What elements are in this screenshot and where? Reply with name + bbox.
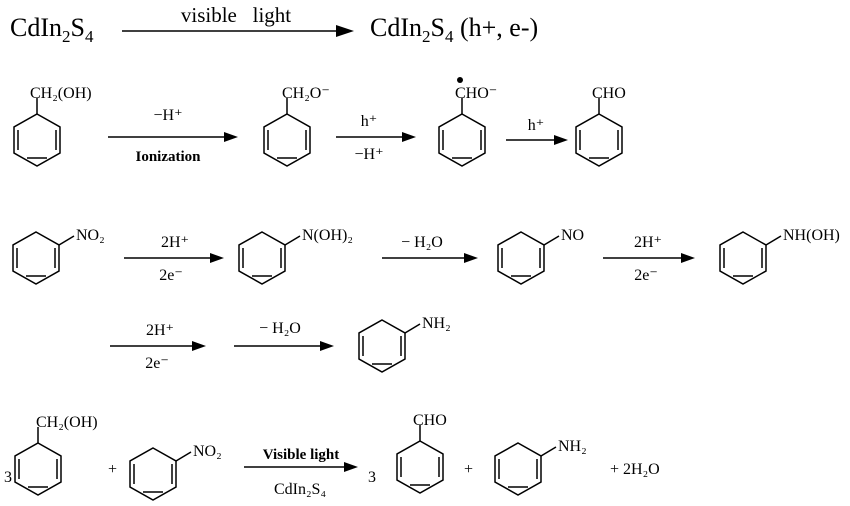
row3-arrow2-top: − H₂O bbox=[259, 320, 301, 337]
benzyl-radical-anion-molecule: CHO⁻ bbox=[438, 77, 497, 167]
svg-text:NO₂: NO₂ bbox=[193, 443, 222, 460]
svg-text:NO: NO bbox=[561, 227, 584, 244]
row4-arrow bbox=[244, 462, 358, 472]
row1-arrow2 bbox=[336, 132, 416, 142]
svg-text:CHO⁻: CHO⁻ bbox=[455, 85, 497, 102]
row1-arrow2-top: h⁺ bbox=[361, 113, 377, 130]
row1-arrow1 bbox=[108, 132, 238, 142]
eq0-arrow-label: visible light bbox=[181, 3, 291, 27]
eq0-product: CdIn2S4 (h+, e-) bbox=[370, 13, 538, 46]
row2-arrow1-top: 2H⁺ bbox=[161, 234, 189, 251]
svg-text:NO₂: NO₂ bbox=[76, 227, 105, 244]
row2-arrow3-top: 2H⁺ bbox=[634, 234, 662, 251]
svg-text:CHO: CHO bbox=[592, 85, 626, 102]
row4-benzyl-alcohol-molecule: CH₂(OH) bbox=[14, 414, 98, 496]
row3-arrow1-top: 2H⁺ bbox=[146, 322, 174, 339]
benzaldehyde-molecule: CHO bbox=[575, 85, 626, 167]
eq0-arrow bbox=[122, 25, 354, 37]
row4-coefficient2: 3 bbox=[368, 469, 376, 486]
row4-arrow-top: Visible light bbox=[263, 447, 340, 463]
radical-dot bbox=[457, 77, 463, 83]
row2-arrow1-bottom: 2e⁻ bbox=[159, 267, 183, 284]
row4-plus2: + bbox=[464, 461, 473, 478]
row4-aniline-molecule: NH₂ bbox=[494, 438, 587, 496]
row4-nitrobenzene-molecule: NO₂ bbox=[129, 443, 222, 501]
svg-text:NH(OH): NH(OH) bbox=[783, 227, 840, 244]
row4-water-term: + 2H₂O bbox=[610, 461, 660, 478]
row1-arrow2-bottom: −H⁺ bbox=[354, 146, 383, 163]
svg-text:N(OH)₂: N(OH)₂ bbox=[302, 227, 353, 244]
svg-text:NH₂: NH₂ bbox=[558, 438, 587, 455]
phenylhydroxylamine-molecule: NH(OH) bbox=[719, 227, 840, 285]
row2-arrow2-top: − H₂O bbox=[401, 234, 443, 251]
svg-text:CH₂(OH): CH₂(OH) bbox=[36, 414, 98, 431]
row3-arrow1 bbox=[110, 341, 206, 351]
row4-coefficient1: 3 bbox=[4, 469, 12, 486]
row1-arrow3-top: h⁺ bbox=[528, 117, 544, 134]
row1-arrow1-top: −H⁺ bbox=[153, 107, 182, 124]
row1-arrow3 bbox=[506, 135, 568, 145]
benzyl-alcohol-molecule: CH₂(OH) bbox=[13, 85, 92, 167]
eq0-reactant: CdIn2S4 bbox=[10, 13, 94, 46]
benzyloxide-anion-molecule: CH₂O⁻ bbox=[263, 85, 330, 167]
phenylhydroxylamine-dihydroxy-molecule: N(OH)₂ bbox=[238, 227, 353, 285]
row1-arrow1-bottom: Ionization bbox=[135, 149, 201, 165]
svg-text:NH₂: NH₂ bbox=[422, 315, 451, 332]
row4-arrow-bottom: CdIn₂S₄ bbox=[274, 481, 326, 498]
svg-text:CH₂O⁻: CH₂O⁻ bbox=[282, 85, 330, 102]
row2-arrow3 bbox=[603, 253, 695, 263]
svg-text:CHO: CHO bbox=[413, 412, 447, 429]
nitrosobenzene-molecule: NO bbox=[497, 227, 584, 285]
row3-arrow1-bottom: 2e⁻ bbox=[145, 355, 169, 372]
svg-text:CH₂(OH): CH₂(OH) bbox=[30, 85, 92, 102]
row2-arrow2 bbox=[382, 253, 478, 263]
nitrobenzene-molecule: NO₂ bbox=[12, 227, 105, 285]
aniline-molecule: NH₂ bbox=[358, 315, 451, 373]
row2-arrow1 bbox=[124, 253, 224, 263]
row3-arrow2 bbox=[234, 341, 334, 351]
row4-benzaldehyde-molecule: CHO bbox=[396, 412, 447, 494]
row4-plus1: + bbox=[108, 461, 117, 478]
row2-arrow3-bottom: 2e⁻ bbox=[634, 267, 658, 284]
